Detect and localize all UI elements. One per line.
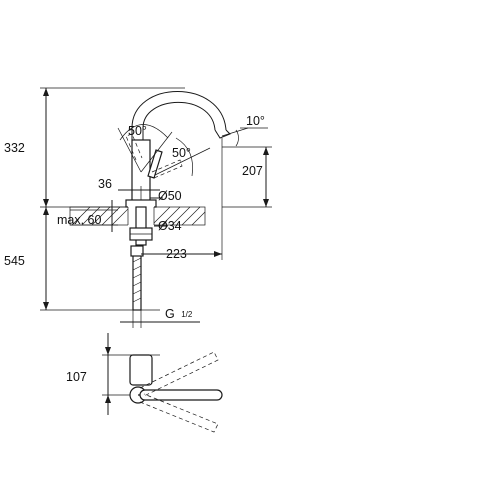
label-223: 223 <box>166 247 187 261</box>
arrow-up-icon <box>105 395 111 403</box>
arrow-down-icon <box>105 347 111 355</box>
plan-swivel-up <box>139 351 219 397</box>
lever-handle <box>147 149 163 179</box>
angle-arc-side <box>175 137 193 177</box>
angle-ray-left <box>117 127 142 173</box>
tilt-arc <box>235 129 239 147</box>
arrow-up-icon <box>263 147 269 155</box>
plan-lever <box>129 354 153 386</box>
lever-swing-left <box>125 133 143 161</box>
label-max-60: max. 60 <box>57 213 102 227</box>
tilt-line <box>221 127 249 137</box>
arrow-up-icon <box>43 88 49 96</box>
label-107: 107 <box>66 370 87 384</box>
arrow-down-icon <box>43 302 49 310</box>
mounting-shank <box>135 206 147 246</box>
angle-arc-top <box>119 124 169 141</box>
label-diameter-34: Ø34 <box>158 219 182 233</box>
side-elevation-view: 332 545 207 10° 50° 50° 36 Ø50 max. 60 Ø… <box>4 87 272 328</box>
plan-swivel-down <box>139 393 219 433</box>
base-plate <box>125 199 157 208</box>
label-diameter-50: Ø50 <box>158 189 182 203</box>
angle-ray-side <box>154 147 211 176</box>
arrow-down-icon <box>263 199 269 207</box>
label-207: 207 <box>242 164 263 178</box>
label-10-degree: 10° <box>246 114 265 128</box>
spout-inner <box>142 101 216 140</box>
hose-braid <box>132 257 142 303</box>
hose-connector <box>130 245 144 257</box>
label-332: 332 <box>4 141 25 155</box>
lever-open-position <box>151 159 183 179</box>
spout-outer <box>131 91 227 140</box>
plan-view: 107 <box>66 333 223 433</box>
plan-spout-body <box>139 389 223 401</box>
arrow-right-icon <box>214 251 222 257</box>
arrow-up-icon <box>43 207 49 215</box>
label-50-degree-side: 50° <box>172 146 191 160</box>
arrow-down-icon <box>43 199 49 207</box>
label-36: 36 <box>98 177 112 191</box>
label-connection: G 1/2 <box>165 307 193 321</box>
spout-tip <box>214 129 231 139</box>
label-545: 545 <box>4 254 25 268</box>
angle-ray-right <box>140 131 173 173</box>
label-50-degree-top: 50° <box>128 124 147 138</box>
